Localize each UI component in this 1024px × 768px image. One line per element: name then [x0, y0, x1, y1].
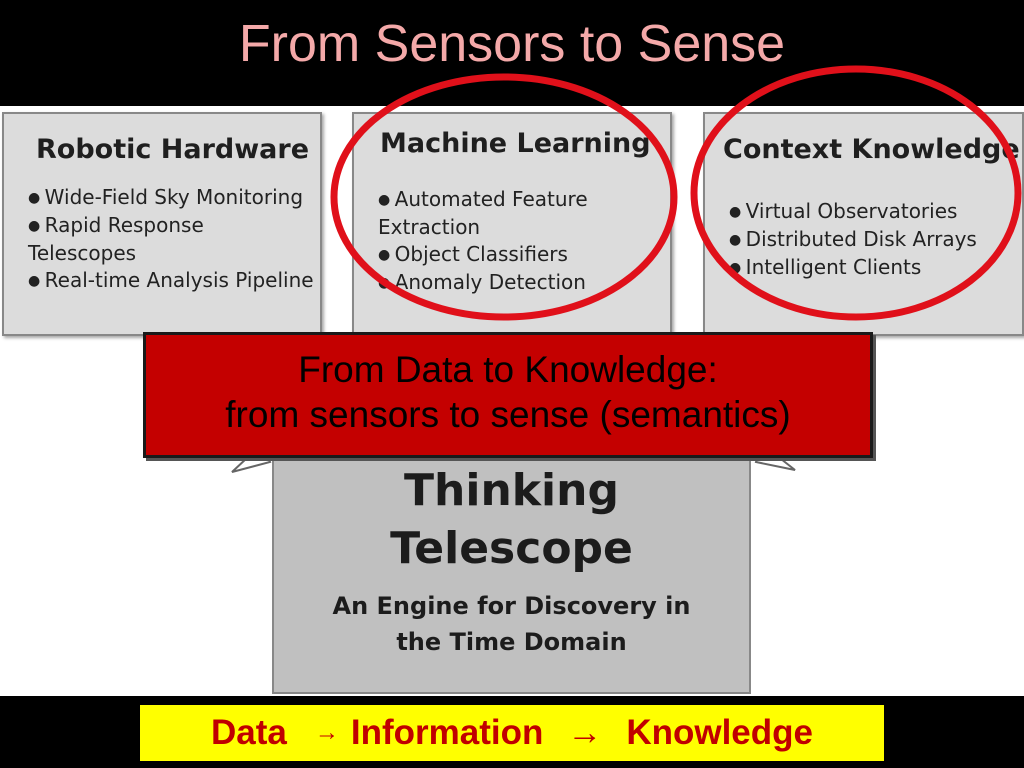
list-item: Wide-Field Sky Monitoring — [28, 184, 318, 212]
box-list: Wide-Field Sky Monitoring Rapid Response… — [28, 184, 318, 295]
thinking-telescope-box: Thinking Telescope An Engine for Discove… — [272, 448, 751, 694]
box-title: Robotic Hardware — [36, 134, 310, 165]
flow-bar: Data → Information → Knowledge — [138, 703, 886, 763]
list-item: Anomaly Detection — [378, 269, 668, 297]
list-item: Distributed Disk Arrays — [729, 226, 1019, 254]
list-item: Automated Feature Extraction — [378, 186, 668, 241]
banner-line: From Data to Knowledge: — [298, 349, 718, 390]
center-subtitle-line: the Time Domain — [396, 628, 627, 656]
data-to-knowledge-banner: From Data to Knowledge: from sensors to … — [143, 332, 873, 458]
box-title: Machine Learning — [380, 128, 651, 159]
box-list: Automated Feature Extraction Object Clas… — [378, 186, 668, 297]
box-title: Context Knowledge — [723, 134, 1020, 165]
box-list: Virtual Observatories Distributed Disk A… — [729, 198, 1019, 282]
banner-line: from sensors to sense (semantics) — [225, 394, 791, 435]
arrow-right-icon: → — [567, 713, 603, 752]
context-knowledge-box: Context Knowledge Virtual Observatories … — [703, 112, 1024, 336]
list-item: Rapid Response Telescopes — [28, 212, 318, 267]
flow-step-data: Data — [210, 713, 287, 752]
arrow-right-icon: → — [314, 719, 339, 746]
list-item: Intelligent Clients — [729, 254, 1019, 282]
flow-step-information: Information — [350, 713, 544, 752]
center-title-line: Thinking — [404, 465, 619, 516]
list-item: Real-time Analysis Pipeline — [28, 267, 318, 295]
center-title-line: Telescope — [390, 523, 633, 574]
machine-learning-box: Machine Learning Automated Feature Extra… — [352, 112, 672, 336]
flow-step-knowledge: Knowledge — [626, 713, 814, 752]
robotic-hardware-box: Robotic Hardware Wide-Field Sky Monitori… — [2, 112, 322, 336]
slide-title: From Sensors to Sense — [238, 15, 786, 73]
list-item: Object Classifiers — [378, 241, 668, 269]
center-subtitle-line: An Engine for Discovery in — [332, 592, 691, 620]
list-item: Virtual Observatories — [729, 198, 1019, 226]
